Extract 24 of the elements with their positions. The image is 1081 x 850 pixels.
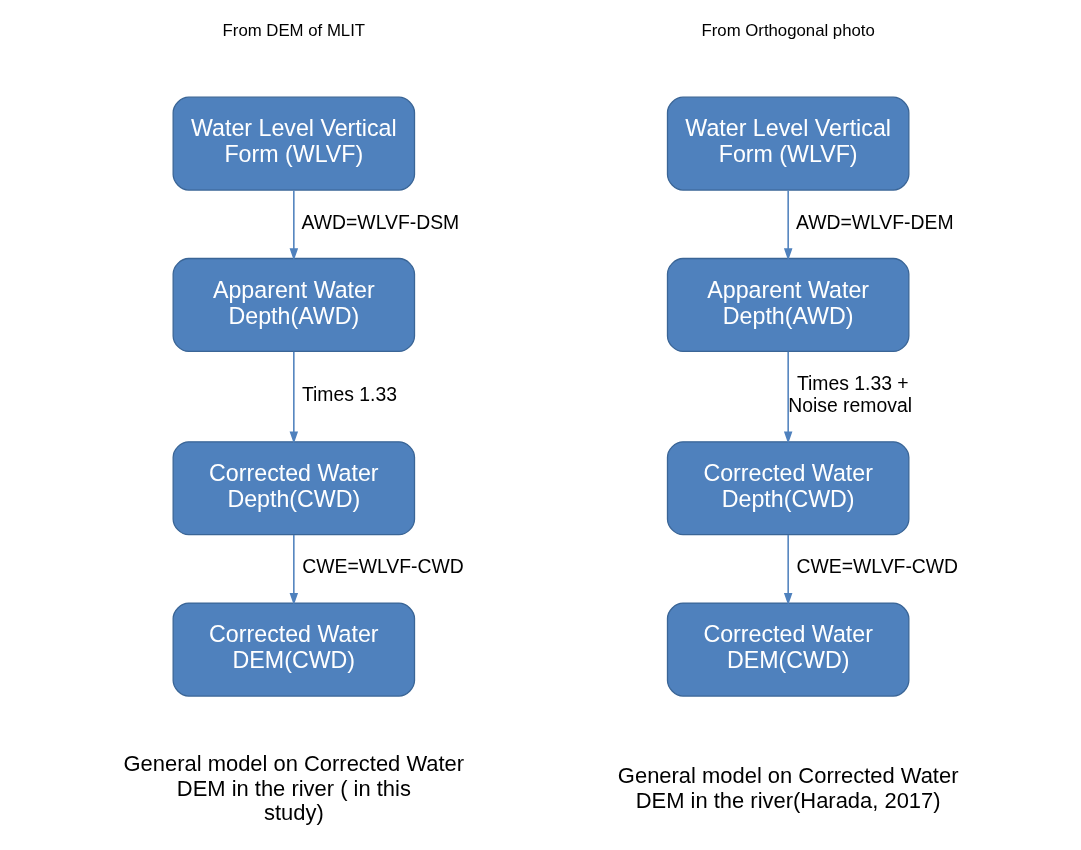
node-box: Corrected Water DEM(CWD) xyxy=(666,602,909,697)
arrow xyxy=(783,189,792,261)
node-box: Corrected Water Depth(CWD) xyxy=(172,441,415,536)
node-box: Corrected Water Depth(CWD) xyxy=(666,441,909,536)
edge-label: AWD=WLVF-DSM xyxy=(301,210,459,233)
node-label: From DEM of MLIT xyxy=(222,20,365,40)
arrow xyxy=(289,351,298,444)
node-box: Apparent Water Depth(AWD) xyxy=(666,257,909,353)
arrow xyxy=(289,189,298,261)
label: General model on Corrected Water DEM in the river ( in this study) xyxy=(123,751,464,826)
edge-label: Times 1.33 + Noise removal xyxy=(787,372,912,417)
arrow xyxy=(289,534,298,606)
label: General model on Corrected Water DEM in the river(Harada, 2017) xyxy=(617,763,958,813)
edge-label: Times 1.33 xyxy=(301,383,397,406)
arrow xyxy=(783,534,792,606)
edge-label: AWD=WLVF-DEM xyxy=(795,210,954,233)
node-box: Water Level Vertical Form (WLVF) xyxy=(666,96,909,191)
node-box: Water Level Vertical Form (WLVF) xyxy=(172,96,415,191)
node-box: Corrected Water DEM(CWD) xyxy=(172,602,415,697)
edge-label: CWE=WLVF-CWD xyxy=(301,555,464,578)
node-box: Apparent Water Depth(AWD) xyxy=(172,257,415,353)
arrow xyxy=(783,351,792,444)
edge-label: CWE=WLVF-CWD xyxy=(796,555,958,578)
node-label: From Orthogonal photo xyxy=(701,20,875,40)
